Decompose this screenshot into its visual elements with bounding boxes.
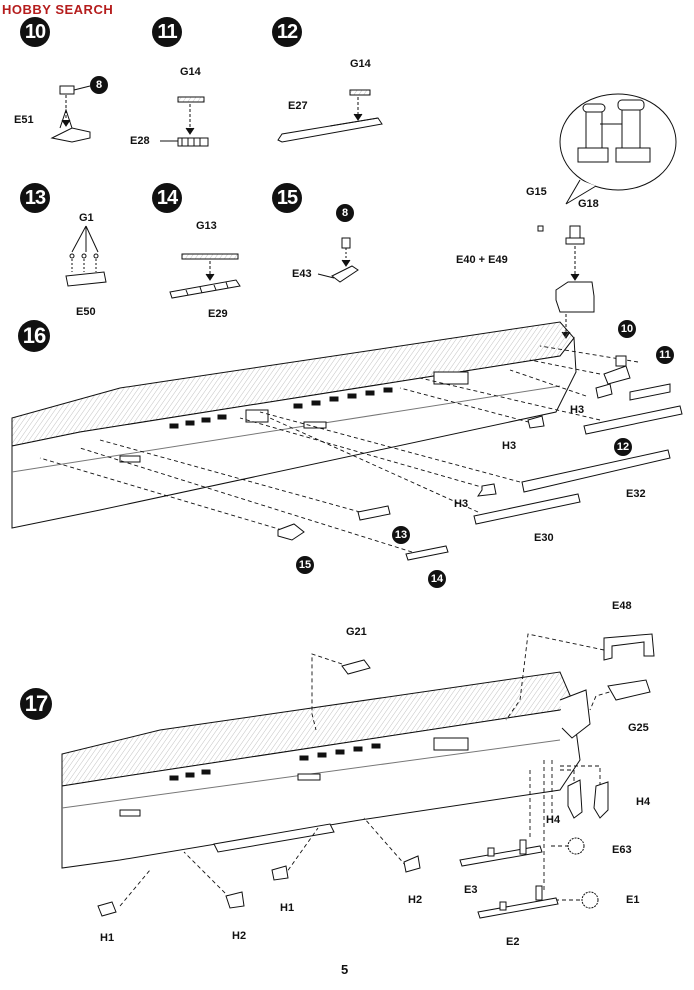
- part-g14-b: G14: [350, 58, 371, 70]
- part-h3-a: H3: [570, 404, 585, 416]
- part-g25: G25: [628, 722, 649, 734]
- page-number: 5: [341, 962, 349, 977]
- part-e51: E51: [14, 114, 34, 126]
- part-h4-a: H4: [546, 814, 561, 826]
- part-e28: E28: [130, 135, 150, 147]
- part-h3-c: H3: [454, 498, 469, 510]
- part-g21: G21: [346, 626, 367, 638]
- step-number-17: 17: [20, 688, 52, 720]
- step15-drawing: [317, 237, 359, 283]
- part-e43: E43: [292, 268, 312, 280]
- step13-drawing: [65, 225, 107, 287]
- part-e63: E63: [612, 844, 632, 856]
- ref-step-15: 15: [296, 556, 314, 574]
- ref-step-8-b: 8: [336, 204, 354, 222]
- part-g13: G13: [196, 220, 217, 232]
- part-h1-b: H1: [280, 902, 295, 914]
- part-h3-b: H3: [502, 440, 517, 452]
- step-number-15: 15: [272, 183, 302, 213]
- part-h2-a: H2: [232, 930, 247, 942]
- watermark: HOBBY SEARCH: [2, 2, 113, 17]
- part-g14-a: G14: [180, 66, 201, 78]
- part-e40-e49: E40 + E49: [456, 254, 508, 266]
- ref-step-12: 12: [614, 438, 632, 456]
- ref-step-11: 11: [656, 346, 674, 364]
- ship-hull-16: [11, 321, 577, 529]
- parts-16: [277, 355, 683, 561]
- step-number-11: 11: [152, 17, 182, 47]
- part-h4-b: H4: [636, 796, 651, 808]
- part-h1-a: H1: [100, 932, 115, 944]
- parts-17: [97, 633, 655, 919]
- watermark-text: HOBBY SEARCH: [2, 2, 114, 17]
- step-number-13: 13: [20, 183, 50, 213]
- step-number-14: 14: [152, 183, 182, 213]
- step-number-12: 12: [272, 17, 302, 47]
- magnified-detail: [559, 93, 677, 205]
- step10-drawing: [50, 85, 91, 143]
- part-e1: E1: [626, 894, 640, 906]
- step12-drawing: [277, 89, 383, 143]
- part-g15: G15: [526, 186, 547, 198]
- step-number-16: 16: [18, 320, 50, 352]
- step11-drawing: [160, 96, 209, 147]
- part-g1: G1: [79, 212, 94, 224]
- part-e2: E2: [506, 936, 520, 948]
- leader-lines-17: [119, 633, 617, 907]
- ref-step-8-a: 8: [90, 76, 108, 94]
- ref-step-10: 10: [618, 320, 636, 338]
- funnel-assembly: [537, 225, 595, 339]
- part-e30: E30: [534, 532, 554, 544]
- step-number-10: 10: [20, 17, 50, 47]
- part-e3: E3: [464, 884, 478, 896]
- step14-drawing: [169, 253, 241, 299]
- ref-step-14: 14: [428, 570, 446, 588]
- part-g18: G18: [578, 198, 599, 210]
- part-e32: E32: [626, 488, 646, 500]
- part-e29: E29: [208, 308, 228, 320]
- ref-step-13: 13: [392, 526, 410, 544]
- part-e48: E48: [612, 600, 632, 612]
- part-h2-b: H2: [408, 894, 423, 906]
- part-e50: E50: [76, 306, 96, 318]
- part-e27: E27: [288, 100, 308, 112]
- ship-hull-17: [61, 671, 591, 869]
